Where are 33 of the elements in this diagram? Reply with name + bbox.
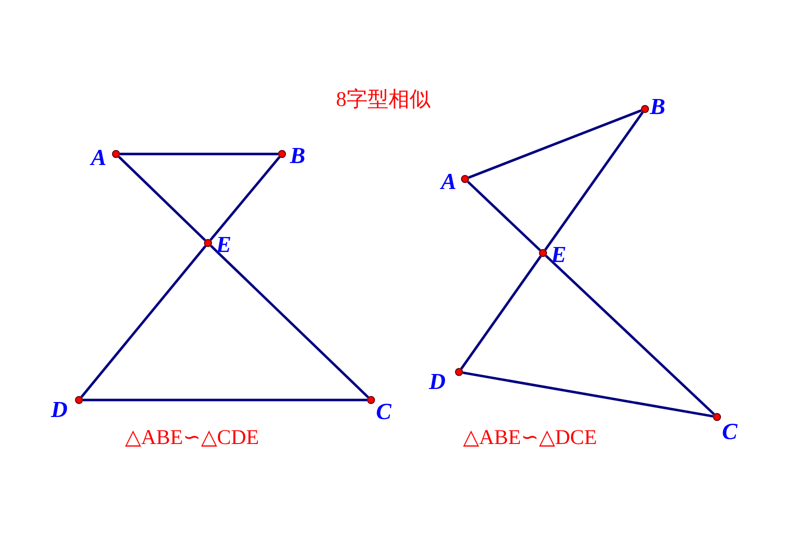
similarity-caption: △ABE∽△CDE: [125, 425, 259, 450]
point-label: D: [429, 370, 446, 393]
point-label: E: [551, 243, 566, 266]
point-label: E: [216, 233, 232, 256]
line-segment: [544, 112, 644, 250]
line-segment: [118, 156, 206, 242]
line-segment: [80, 245, 206, 398]
line-segment: [468, 109, 642, 179]
line-segment: [467, 180, 541, 252]
similarity-caption: △ABE∽△DCE: [463, 425, 597, 450]
point-dot: [461, 175, 469, 183]
line-segment: [210, 156, 280, 241]
line-segment: [120, 152, 278, 156]
point-dot: [75, 396, 83, 404]
point-dot: [112, 150, 120, 158]
point-dot: [455, 368, 463, 376]
point-label: C: [722, 420, 738, 443]
line-segment: [83, 398, 367, 402]
point-label: B: [290, 144, 306, 167]
diagram-title: 8字型相似: [336, 86, 430, 113]
line-segment: [545, 254, 715, 416]
point-dot: [278, 150, 286, 158]
point-label: C: [376, 400, 392, 423]
point-dot: [713, 413, 721, 421]
point-label: B: [650, 95, 666, 118]
line-segment: [462, 371, 714, 418]
point-label: A: [441, 170, 456, 193]
point-label: A: [91, 146, 106, 169]
point-dot: [641, 105, 649, 113]
line-segment: [460, 256, 542, 370]
line-segment: [210, 244, 369, 398]
point-dot: [367, 396, 375, 404]
point-label: D: [51, 398, 68, 421]
